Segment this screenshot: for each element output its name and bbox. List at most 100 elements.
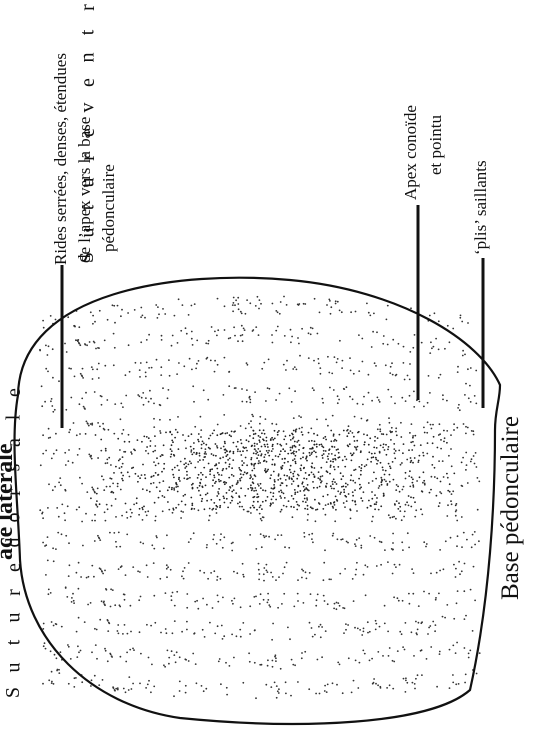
stipple-dot bbox=[325, 691, 328, 693]
stipple-dot bbox=[244, 312, 247, 315]
stipple-dot bbox=[289, 446, 292, 449]
stipple-dot bbox=[329, 300, 331, 302]
stipple-dot bbox=[453, 472, 456, 475]
stipple-dot bbox=[469, 460, 472, 463]
stipple-dot bbox=[395, 430, 397, 433]
base-label: Base pédonculaire bbox=[497, 416, 524, 600]
stipple-dot bbox=[133, 649, 135, 651]
stipple-dot bbox=[302, 302, 305, 305]
stipple-dot bbox=[410, 496, 412, 499]
stipple-dot bbox=[326, 603, 329, 606]
stipple-dot bbox=[342, 607, 344, 609]
stipple-dot bbox=[261, 367, 264, 370]
stipple-dot bbox=[339, 339, 341, 342]
stipple-dot bbox=[92, 489, 95, 491]
stipple-dot bbox=[388, 417, 390, 419]
stipple-dot bbox=[163, 664, 165, 667]
stipple-dot bbox=[422, 471, 425, 474]
stipple-dot bbox=[64, 464, 67, 466]
plis-label: ‘plis’ saillants bbox=[471, 160, 490, 255]
stipple-dot bbox=[100, 403, 103, 406]
stipple-dot bbox=[216, 434, 219, 437]
stipple-dot bbox=[229, 337, 232, 339]
stipple-dot bbox=[401, 599, 404, 602]
stipple-dot bbox=[97, 347, 99, 349]
stipple-dot bbox=[423, 426, 425, 429]
stipple-dot bbox=[97, 534, 99, 537]
stipple-dot bbox=[360, 546, 363, 549]
stipple-dot bbox=[387, 388, 390, 391]
stipple-dot bbox=[119, 488, 122, 491]
stipple-dot bbox=[369, 504, 372, 507]
stipple-dot bbox=[440, 447, 442, 450]
stipple-dot bbox=[211, 607, 214, 609]
stipple-dot bbox=[205, 342, 208, 345]
stipple-dot bbox=[257, 484, 260, 487]
stipple-dot bbox=[235, 483, 238, 485]
stipple-dot bbox=[223, 501, 226, 504]
stipple-dot bbox=[285, 692, 287, 695]
stipple-dot bbox=[354, 626, 356, 629]
stipple-dot bbox=[148, 679, 150, 682]
stipple-dot bbox=[358, 537, 361, 539]
stipple-dot bbox=[190, 483, 193, 486]
stipple-dot bbox=[297, 484, 300, 487]
stipple-dot bbox=[328, 448, 331, 451]
stipple-dot bbox=[357, 431, 359, 434]
stipple-dot bbox=[280, 534, 283, 536]
stipple-dot bbox=[354, 659, 357, 662]
stipple-dot bbox=[139, 541, 142, 544]
stipple-dot bbox=[154, 435, 156, 437]
stipple-dot bbox=[148, 367, 151, 369]
stipple-dot bbox=[395, 427, 398, 430]
stipple-dot bbox=[124, 574, 127, 576]
stipple-dot bbox=[267, 592, 269, 595]
stipple-dot bbox=[293, 450, 295, 453]
stipple-dot bbox=[146, 683, 149, 686]
stipple-dot bbox=[331, 505, 334, 508]
stipple-dot bbox=[395, 484, 398, 486]
stipple-dot bbox=[241, 562, 244, 565]
stipple-dot bbox=[366, 566, 369, 568]
stipple-dot bbox=[59, 484, 62, 487]
stipple-dot bbox=[120, 471, 123, 474]
stipple-dot bbox=[289, 471, 292, 474]
stipple-dot bbox=[320, 466, 323, 469]
stipple-dot bbox=[132, 566, 135, 568]
stipple-dot bbox=[404, 503, 407, 506]
stipple-dot bbox=[204, 451, 207, 453]
stipple-dot bbox=[258, 307, 260, 310]
stipple-dot bbox=[75, 434, 78, 437]
stipple-dot bbox=[293, 605, 296, 608]
stipple-dot bbox=[352, 372, 355, 375]
stipple-dot bbox=[356, 561, 358, 564]
stipple-dot bbox=[177, 298, 180, 301]
stipple-dot bbox=[377, 508, 380, 511]
stipple-dot bbox=[178, 656, 181, 659]
stipple-dot bbox=[250, 462, 253, 465]
stipple-dot bbox=[114, 689, 116, 692]
stipple-dot bbox=[196, 599, 199, 602]
stipple-dot bbox=[128, 370, 131, 373]
stipple-dot bbox=[144, 371, 147, 374]
stipple-dot bbox=[304, 501, 307, 503]
stipple-dot bbox=[383, 604, 386, 607]
stipple-dot bbox=[85, 420, 88, 423]
suture-letter: n bbox=[76, 52, 99, 63]
stipple-dot bbox=[349, 508, 352, 511]
stipple-dot bbox=[356, 627, 359, 630]
stipple-dot bbox=[258, 573, 261, 575]
stipple-dot bbox=[401, 541, 404, 544]
stipple-dot bbox=[312, 486, 315, 489]
stipple-dot bbox=[153, 461, 155, 463]
stipple-dot bbox=[58, 380, 60, 383]
stipple-dot bbox=[282, 448, 285, 451]
stipple-dot bbox=[321, 626, 323, 628]
stipple-dot bbox=[412, 572, 415, 574]
stipple-dot bbox=[252, 433, 255, 436]
stipple-dot bbox=[144, 511, 147, 513]
stipple-dot bbox=[319, 636, 322, 639]
stipple-dot bbox=[249, 435, 251, 437]
stipple-dot bbox=[201, 485, 204, 488]
stipple-dot bbox=[189, 476, 191, 479]
